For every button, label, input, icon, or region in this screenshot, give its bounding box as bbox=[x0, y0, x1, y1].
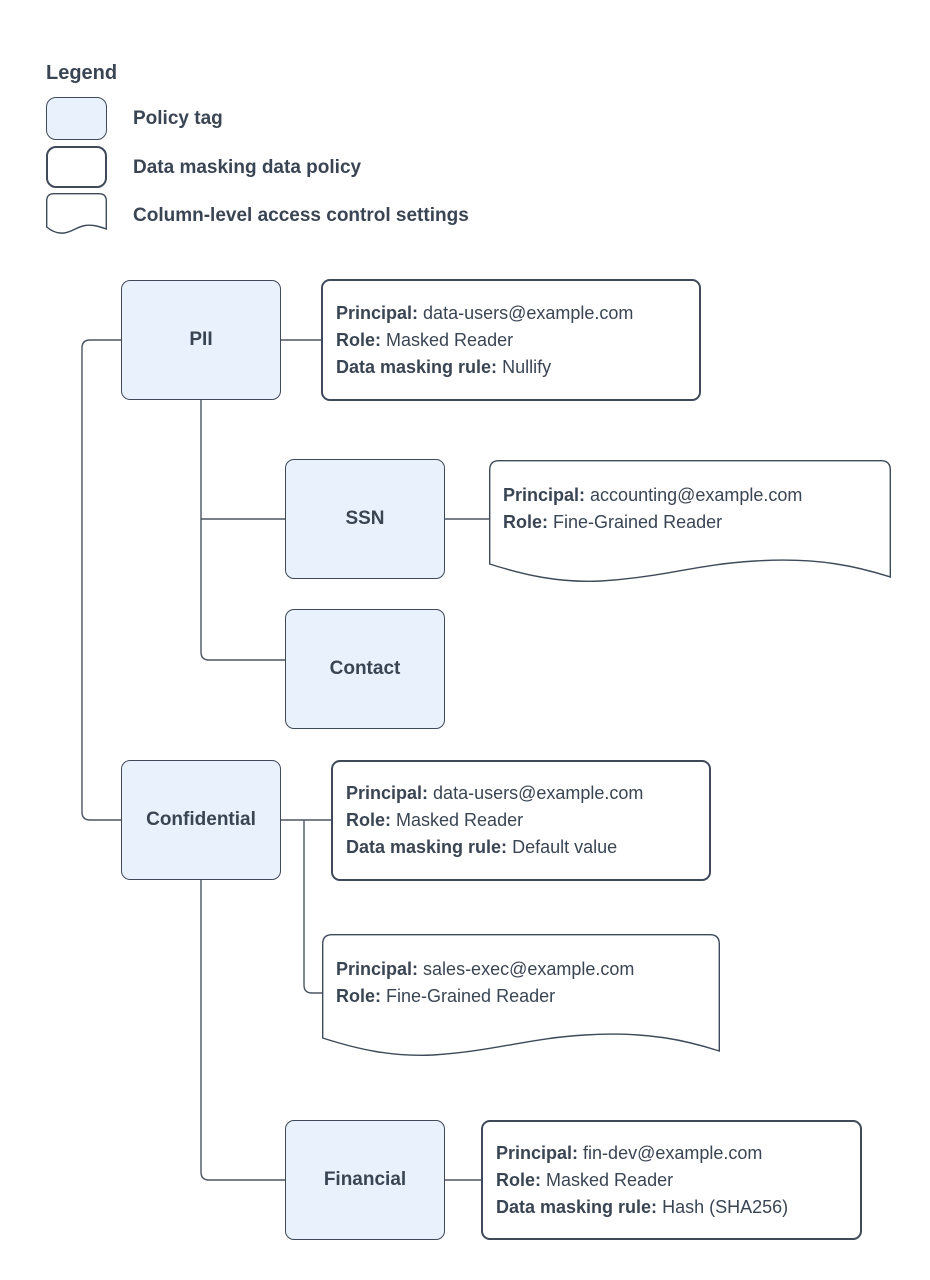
data-policy-pii: Principal: data-users@example.com Role: … bbox=[321, 279, 701, 401]
access-line-role: Role: Fine-Grained Reader bbox=[336, 986, 556, 1006]
connector-trunk-pii-confidential bbox=[81, 339, 121, 821]
connector-confidential-access bbox=[303, 820, 322, 994]
policy-line-principal: Principal: data-users@example.com bbox=[346, 783, 644, 803]
policy-tag-confidential: Confidential bbox=[121, 760, 281, 880]
legend-data-policy-swatch bbox=[46, 146, 107, 188]
access-line-principal: Principal: sales-exec@example.com bbox=[336, 959, 635, 979]
data-policy-financial: Principal: fin-dev@example.com Role: Mas… bbox=[481, 1120, 862, 1240]
access-line-role: Role: Fine-Grained Reader bbox=[503, 512, 723, 532]
legend-title: Legend bbox=[46, 62, 118, 84]
policy-tag-financial: Financial bbox=[285, 1120, 445, 1240]
policy-line-role: Role: Masked Reader bbox=[496, 1169, 674, 1190]
policy-tag-pii: PII bbox=[121, 280, 281, 400]
policy-line-rule: Data masking rule: Hash (SHA256) bbox=[496, 1196, 789, 1217]
access-settings-confidential: Principal: sales-exec@example.com Role: … bbox=[322, 934, 720, 1066]
data-policy-confidential: Principal: data-users@example.com Role: … bbox=[331, 760, 711, 881]
policy-tag-ssn: SSN bbox=[285, 459, 445, 579]
access-settings-text: Principal: accounting@example.com Role: … bbox=[489, 460, 891, 536]
policy-line-role: Role: Masked Reader bbox=[346, 810, 524, 830]
policy-line-rule: Data masking rule: Default value bbox=[346, 837, 618, 857]
legend-document-swatch bbox=[46, 193, 107, 238]
legend-item-access-settings: Column-level access control settings bbox=[133, 205, 469, 226]
policy-line-principal: Principal: fin-dev@example.com bbox=[496, 1142, 763, 1163]
legend-item-data-policy: Data masking data policy bbox=[133, 157, 362, 178]
access-settings-ssn: Principal: accounting@example.com Role: … bbox=[489, 460, 891, 592]
connector-confidential-financial bbox=[200, 880, 285, 1181]
policy-tag-contact: Contact bbox=[285, 609, 445, 729]
legend-item-policy-tag: Policy tag bbox=[133, 108, 223, 129]
access-line-principal: Principal: accounting@example.com bbox=[503, 485, 803, 505]
connector-pii-contact bbox=[200, 400, 285, 661]
legend-policy-tag-swatch bbox=[46, 97, 107, 140]
policy-line-principal: Principal: data-users@example.com bbox=[336, 302, 634, 323]
policy-line-rule: Data masking rule: Nullify bbox=[336, 356, 552, 377]
policy-line-role: Role: Masked Reader bbox=[336, 329, 514, 350]
access-settings-text: Principal: sales-exec@example.com Role: … bbox=[322, 934, 720, 1010]
